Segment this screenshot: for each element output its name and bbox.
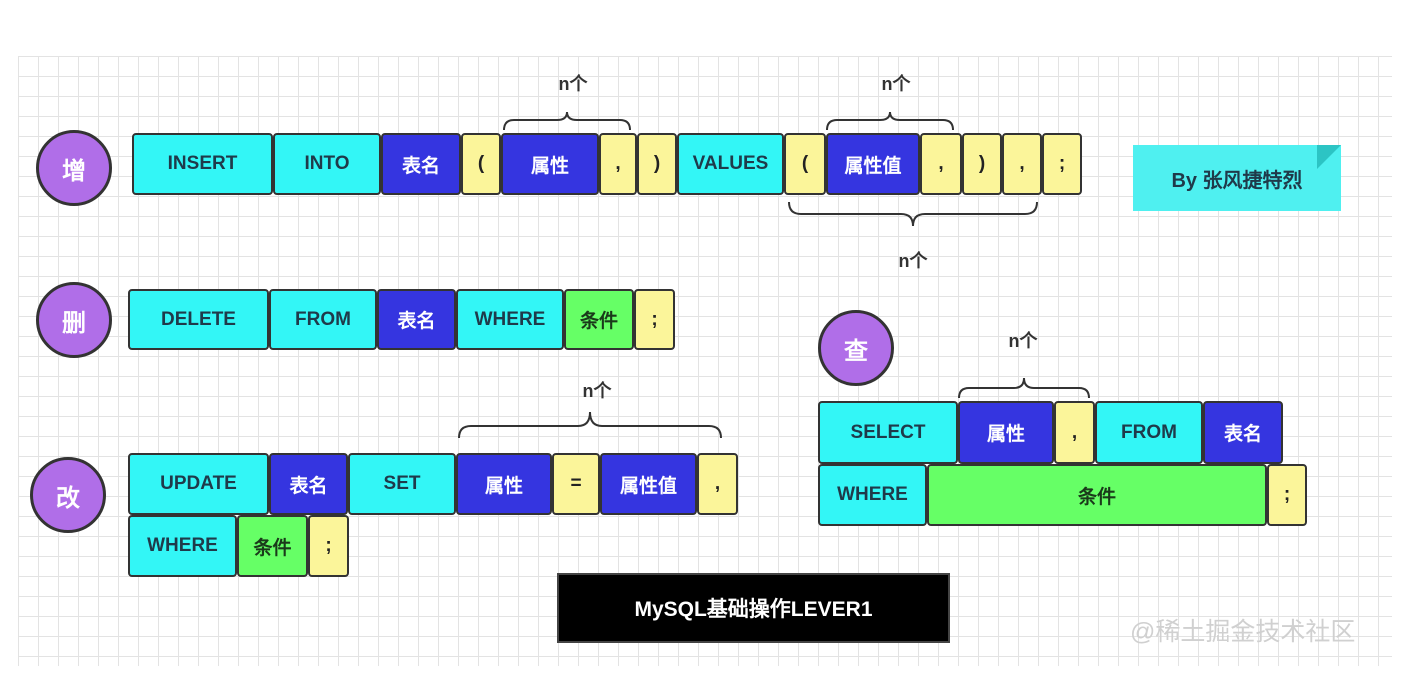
delete-where-keyword-block: WHERE [456,289,564,350]
insert-value-count-label: n个 [881,74,911,94]
insert-value-brace [826,111,954,131]
select-condition-block: 条件 [927,464,1267,526]
author-note-fold [1317,145,1341,169]
update-equals-block: = [552,453,600,515]
author-note: By 张风捷特烈 [1133,145,1341,211]
delete-op-circle: 删 [36,282,112,358]
insert-value-block: 属性值 [826,133,920,195]
watermark: @稀土掘金技术社区 [1130,618,1356,646]
insert-op-circle: 增 [36,130,112,206]
insert-open-paren-block: ( [461,133,501,195]
insert-semicolon-block: ; [1042,133,1082,195]
select-op-circle: 查 [818,310,894,386]
insert-attribute-block: 属性 [501,133,599,195]
delete-semicolon-block: ; [634,289,675,350]
select-semicolon-block: ; [1267,464,1307,526]
update-op-circle: 改 [30,457,106,533]
insert-value-comma-block: , [920,133,962,195]
select-table-name-block: 表名 [1203,401,1283,464]
select-keyword-block: SELECT [818,401,958,464]
update-keyword-block: UPDATE [128,453,269,515]
insert-attr-brace [503,111,631,131]
delete-condition-block: 条件 [564,289,634,350]
insert-keyword-block: INSERT [132,133,273,195]
select-attr-count-label: n个 [1008,331,1038,351]
diagram-title: MySQL基础操作LEVER1 [557,573,950,643]
update-attribute-block: 属性 [456,453,552,515]
values-keyword-block: VALUES [677,133,784,195]
values-open-paren-block: ( [784,133,826,195]
select-from-keyword-block: FROM [1095,401,1203,464]
insert-attr-count-label: n个 [558,74,588,94]
values-close-paren-block: ) [962,133,1002,195]
update-set-count-label: n个 [582,381,612,401]
delete-keyword-block: DELETE [128,289,269,350]
update-condition-block: 条件 [237,515,308,577]
delete-table-name-block: 表名 [377,289,456,350]
insert-close-paren-block: ) [637,133,677,195]
update-comma-block: , [697,453,738,515]
update-where-keyword-block: WHERE [128,515,237,577]
insert-table-name-block: 表名 [381,133,461,195]
update-table-name-block: 表名 [269,453,348,515]
delete-from-keyword-block: FROM [269,289,377,350]
insert-rows-brace [788,201,1038,227]
select-attribute-block: 属性 [958,401,1054,464]
update-value-block: 属性值 [600,453,697,515]
into-keyword-block: INTO [273,133,381,195]
insert-attr-comma-block: , [599,133,637,195]
select-comma-block: , [1054,401,1095,464]
values-group-comma-block: , [1002,133,1042,195]
select-where-keyword-block: WHERE [818,464,927,526]
set-keyword-block: SET [348,453,456,515]
insert-rows-count-label: n个 [898,251,928,271]
update-semicolon-block: ; [308,515,349,577]
update-set-brace [458,411,722,439]
select-attr-brace [958,377,1090,399]
